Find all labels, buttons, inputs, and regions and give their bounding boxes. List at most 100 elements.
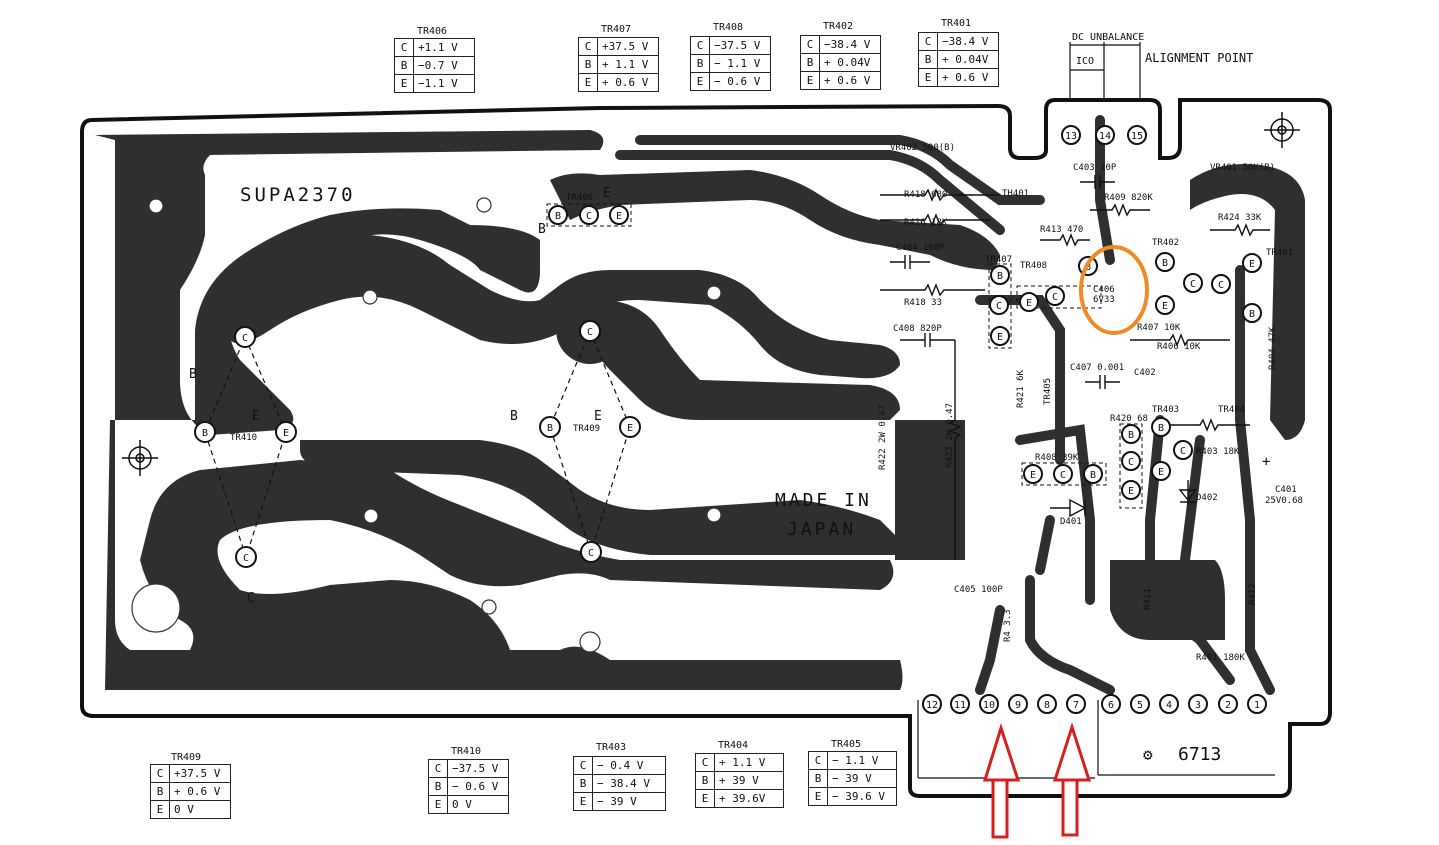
mounting-hole — [148, 198, 164, 214]
mounting-hole — [131, 583, 181, 633]
transistor-tr402: B C E TR402 — [1152, 238, 1203, 315]
trace — [635, 135, 1045, 205]
capacitor-symbol — [900, 333, 955, 347]
pad-emitter: E — [1162, 301, 1168, 312]
connector-pin-label: 11 — [954, 700, 966, 711]
resistor-symbol — [1210, 223, 1270, 237]
connector-pin-label: 3 — [1195, 700, 1201, 711]
trace — [975, 295, 1065, 465]
connector-pin-label: 14 — [1099, 131, 1111, 142]
trace — [615, 150, 1005, 235]
trace — [975, 605, 1005, 695]
connector-pin-label: 2 — [1225, 700, 1231, 711]
component-label: C407 0.001 — [1070, 363, 1124, 373]
pad-emitter: E — [1249, 259, 1255, 270]
arrow-up-icon — [991, 778, 1009, 839]
pad-emitter: E — [1158, 467, 1164, 478]
pin-voltage: + 0.6 V — [819, 71, 881, 90]
voltage-table-tr406: C+1.1 V B−0.7 V E−1.1 V — [394, 38, 475, 93]
mounting-hole — [476, 197, 492, 213]
pad-emitter: E — [1128, 486, 1134, 497]
board-model-label: SUPA2370 — [240, 184, 356, 206]
component-label: R418 33 — [904, 298, 942, 308]
pad-base: B — [1249, 309, 1255, 320]
dc-unbalance-label: DC UNBALANCE — [1072, 32, 1144, 43]
copper-right-block — [1110, 560, 1225, 640]
voltage-table-tr409: C+37.5 V B+ 0.6 V E 0 V — [150, 764, 231, 819]
pin-letter-b: B — [510, 409, 518, 424]
pin-voltage: − 0.4 V — [592, 756, 666, 775]
pin-voltage: 0 V — [169, 800, 231, 819]
component-label: 6V33 — [1093, 295, 1115, 305]
voltage-table-tr404: C+ 1.1 V B+ 39 V E+ 39.6V — [695, 753, 784, 808]
component-label: R423 2W 0.47 — [945, 403, 955, 468]
component-label: VR401 50K(B) — [1210, 163, 1275, 173]
component-label: 25V0.68 — [1265, 496, 1303, 506]
pad-collector: C — [586, 211, 592, 222]
pad-base: B — [1128, 430, 1134, 441]
trace — [1035, 515, 1055, 575]
connector-pin — [1008, 694, 1028, 714]
pad-collector: C — [1052, 292, 1058, 303]
connector-pin — [1247, 694, 1267, 714]
pad-emitter: E — [283, 428, 289, 439]
copper-right-edge — [1190, 164, 1305, 440]
component-labels: VR402 500(B) R418 680 R416 18K TH401 C40… — [878, 143, 1303, 663]
diode-symbol — [1178, 480, 1198, 505]
mounting-hole — [362, 289, 378, 305]
connector-pin-label: 10 — [983, 700, 995, 711]
maker-logo-icon: ⚙ — [1143, 745, 1153, 764]
component-label: C405 100P — [954, 585, 1003, 595]
pin-voltage: − 0.6 V — [709, 72, 771, 91]
pin-letter-e: E — [594, 409, 602, 424]
table-title: TR410 — [450, 746, 482, 757]
component-label: R422 2W 0.47 — [878, 405, 888, 470]
transistor-label: TR410 — [230, 433, 257, 443]
pad-collector: C — [587, 327, 593, 338]
component-label: C402 — [1134, 368, 1156, 378]
component-label: VR402 500(B) — [890, 143, 955, 153]
highlight-circle — [1079, 245, 1149, 335]
pin-letter-e: E — [603, 186, 611, 201]
power-transistor-tr410: C B E C TR409 B E — [510, 320, 641, 563]
voltage-table-tr408: C−37.5 V B− 1.1 V E− 0.6 V — [690, 36, 771, 91]
component-label: R407 10K — [1137, 323, 1181, 333]
resistor-symbol — [1170, 418, 1250, 432]
pad-collector: C — [1190, 279, 1196, 290]
voltage-table-tr405: C− 1.1 V B− 39 V E− 39.6 V — [808, 751, 897, 806]
copper-planes — [95, 130, 1305, 690]
component-label: TR405 — [1043, 378, 1053, 405]
connector-pin — [979, 694, 999, 714]
connector-pin-label: 15 — [1131, 131, 1143, 142]
component-label: R413 470 — [1040, 225, 1083, 235]
voltage-table-tr401: C−38.4 V B+ 0.04V E+ 0.6 V — [918, 32, 999, 87]
pin-letter-b: B — [189, 367, 197, 382]
resistor-symbol — [880, 213, 990, 227]
pin-voltage: + 1.1 V — [714, 753, 784, 772]
table-title: TR401 — [940, 18, 972, 29]
transistor-label: TR408 — [1020, 261, 1047, 271]
component-label: R416 18K — [904, 218, 948, 228]
component-label: TR404 — [1218, 405, 1245, 415]
pad-collector: C — [588, 548, 594, 559]
pin-voltage: +37.5 V — [169, 764, 231, 783]
connector-pin — [1101, 694, 1121, 714]
table-title: TR408 — [712, 22, 744, 33]
pin-voltage: −1.1 V — [413, 74, 475, 93]
power-transistor-tr409: C B E C TR410 B E C — [189, 326, 297, 606]
pad-base: B — [555, 211, 561, 222]
mounting-hole — [363, 508, 379, 524]
arrow-up-icon — [1061, 778, 1079, 837]
capacitor-symbol — [1085, 375, 1120, 389]
part-number-label: 6713 — [1178, 744, 1221, 765]
component-label: R412 — [1248, 583, 1258, 605]
pad-emitter: E — [997, 332, 1003, 343]
component-label: C401 — [1275, 485, 1297, 495]
transistor-tr404: E C B R408 39K — [1021, 453, 1107, 486]
connector-pin — [1130, 694, 1150, 714]
voltage-table-tr403: C− 0.4 V B− 38.4 V E− 39 V — [573, 756, 666, 811]
mounting-hole — [579, 631, 601, 653]
pad-emitter: E — [1026, 298, 1032, 309]
component-label: R411 — [1143, 588, 1153, 610]
